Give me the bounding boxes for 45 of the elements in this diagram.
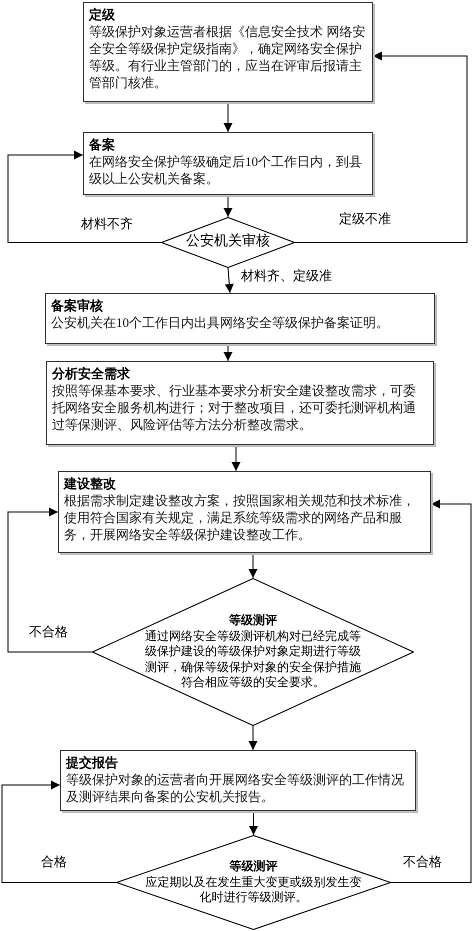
arrow [248, 726, 258, 750]
step-description: 等级保护对象运营者根据《信息安全技术 网络安全安全等级保护定级指南》，确定网络安全保护等级。有行业主管部门的，应当在评审后报请主管部门核准。 [89, 23, 366, 91]
step-title: 分析安全需求 [52, 365, 131, 382]
arrow [248, 552, 258, 578]
arrow [390, 500, 472, 883]
arrow [249, 810, 258, 836]
step-description: 应定期以及在发生重大变更或级别发生变化时进行等级测评。 [144, 874, 362, 906]
step-description: 等级保护对象的运营者向开展网络安全等级测评的工作情况及测评结果向备案的公安机关报告。 [66, 771, 405, 805]
process-box [58, 471, 431, 553]
edge-label: 不合格 [28, 624, 69, 640]
decision-diamond [92, 578, 414, 726]
step-title: 建设整改 [64, 475, 117, 492]
process-box [45, 293, 435, 344]
step-description: 公安机关审核 [185, 233, 271, 252]
step-description: 在网络安全保护等级确定后10个工作日内，到县级以上公安机关备案。 [89, 153, 363, 187]
edge-label: 合格 [40, 854, 68, 870]
step-title: 等级测评 [228, 859, 278, 875]
step-title: 备案 [89, 136, 116, 153]
step-title: 提交报告 [66, 754, 119, 771]
arrow [224, 344, 232, 362]
arrow [224, 268, 234, 294]
step-title: 定级 [89, 6, 116, 23]
edge-label: 材料不齐 [80, 216, 134, 232]
step-description: 公安机关在10个工作日内出具网络安全等级保护备案证明。 [51, 314, 390, 331]
arrow [224, 194, 232, 218]
step-description: 按照等保基本要求、行业基本要求分析安全建设整改需求，可委托网络安全服务机构进行；对于整改项目，还可委托测评机构通过等保测评、风险评估等方法分析整改需求。 [52, 382, 417, 433]
arrow [294, 52, 468, 243]
arrow [2, 780, 116, 883]
edge-label: 不合格 [402, 854, 443, 870]
arrow [8, 150, 162, 243]
edge-label: 材料齐、定级准 [240, 268, 333, 284]
arrow [224, 102, 232, 132]
step-description: 通过网络安全等级测评机构对已经完成等级保护建设的等级保护对象定期进行等级测评，确保等级保护对象的安全保护措施符合相应等级的安全要求。 [144, 628, 362, 691]
edge-label: 定级不准 [338, 211, 392, 227]
process-box [83, 132, 373, 195]
step-description: 根据需求制定建设整改方案，按照国家相关规范和技术标准，使用符合国家有关规定，满足系统等级需求的网络产品和服务，开展网络安全等级保护建设整改工作。 [64, 492, 416, 543]
arrow [232, 444, 240, 472]
arrow [8, 508, 92, 652]
process-box [46, 361, 434, 445]
step-title: 等级测评 [228, 613, 278, 629]
process-box [60, 750, 416, 811]
process-box [83, 2, 373, 102]
decision-diamond [116, 835, 391, 930]
step-title: 备案审核 [51, 297, 104, 314]
decision-diamond [161, 217, 295, 268]
